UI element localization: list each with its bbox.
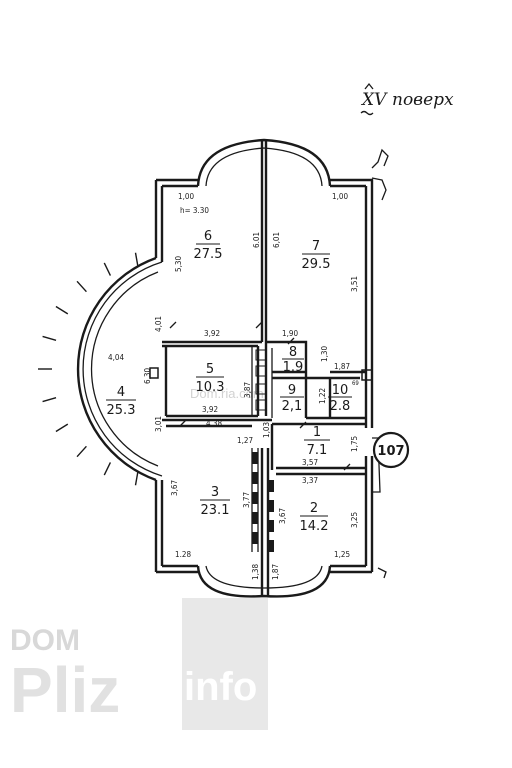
dim-label: 3,25 <box>350 512 359 528</box>
bay-window-mullion <box>134 252 139 267</box>
room-10-area: 2.8 <box>330 399 351 414</box>
bay-window-mullion <box>42 335 57 342</box>
dim-label: 1,87 <box>334 362 350 371</box>
floor-word: поверх <box>392 90 454 110</box>
room-4-number: 4 <box>117 385 125 400</box>
dim-label: 3,92 <box>204 329 220 338</box>
bay-window-mullion <box>76 280 87 293</box>
dim-label: 3,77 <box>242 492 251 508</box>
dim-label: 3,57 <box>302 458 318 467</box>
title-tilde-mark <box>360 110 374 116</box>
dim-label: 3,37 <box>302 476 318 485</box>
watermark-pliz: Pliz <box>10 654 120 726</box>
dim-label: 1,87 <box>271 564 280 580</box>
room-2-area: 14.2 <box>300 519 329 534</box>
floor-roman: XV <box>360 90 388 110</box>
outer-walls <box>76 138 389 598</box>
dim-label: 1,22 <box>318 388 327 404</box>
room-4-area: 25.3 <box>107 403 136 418</box>
room-labels: 6 27.5 7 29.5 5 10.3 4 25.3 8 1.9 9 2,1 … <box>106 229 352 534</box>
floor-title: XV поверх <box>360 82 454 116</box>
room-3-number: 3 <box>211 485 219 500</box>
dim-label: 1,25 <box>334 550 350 559</box>
dim-label: 3,92 <box>202 405 218 414</box>
bay-window-mullion <box>55 305 69 315</box>
room-8-number: 8 <box>289 345 297 360</box>
dim-label: 3,67 <box>278 508 287 524</box>
room-10-number: 10 <box>332 383 349 398</box>
dim-label: 5,30 <box>174 256 183 272</box>
watermark: DOM Pliz info Dom.ria.com <box>10 386 268 730</box>
dimension-labels: 1,00 1,00 h= 3.30 5,30 6.01 6,01 3,51 4,… <box>108 192 359 580</box>
bay-window-mullion <box>134 471 139 486</box>
dim-label: 3,51 <box>350 276 359 292</box>
dim-label: 6,30 <box>143 368 152 384</box>
title-accent-mark <box>364 82 374 90</box>
dim-label: 1,27 <box>237 436 253 445</box>
dim-label: 1,03 <box>262 422 271 438</box>
watermark-center: Dom.ria.com <box>190 386 264 401</box>
room-6-number: 6 <box>204 229 212 244</box>
apartment-circle <box>372 431 410 469</box>
interior-walls <box>149 140 373 596</box>
room-9-number: 9 <box>288 383 296 398</box>
room-5-number: 5 <box>206 362 214 377</box>
room-7-area: 29.5 <box>302 257 331 272</box>
room-1-number: 1 <box>313 425 321 440</box>
dim-label: 4,04 <box>108 353 124 362</box>
dim-label: 1.28 <box>175 550 191 559</box>
watermark-dom: DOM <box>10 624 80 657</box>
bay-window-mullion <box>55 423 69 433</box>
dim-label: 4,01 <box>154 316 163 332</box>
bay-window-mullion <box>103 462 112 476</box>
watermark-block <box>182 598 268 730</box>
dim-label: 3,67 <box>170 480 179 496</box>
ceiling-height: h= 3.30 <box>180 206 209 215</box>
dim-label: 1,90 <box>282 329 298 338</box>
dim-label: 3,01 <box>154 416 163 432</box>
bay-window-segments <box>38 252 139 486</box>
dim-label: 6.01 <box>252 232 261 248</box>
room-6-area: 27.5 <box>194 247 223 262</box>
room-9-area: 2,1 <box>282 399 303 414</box>
dim-label: 69 <box>352 380 359 387</box>
dim-label: 4,38 <box>206 419 222 428</box>
dim-label: 1,00 <box>332 192 348 201</box>
dim-label: 1,00 <box>178 192 194 201</box>
room-2-number: 2 <box>310 501 318 516</box>
dim-label: 1,75 <box>350 436 359 452</box>
bay-window-mullion <box>42 396 57 403</box>
bay-window-mullion <box>76 445 87 458</box>
room-8-area: 1.9 <box>283 360 304 375</box>
apartment-badge: 107 <box>372 431 410 469</box>
apartment-number: 107 <box>377 444 404 459</box>
dim-label: 1,30 <box>320 346 329 362</box>
watermark-info: info <box>184 665 257 709</box>
dim-label: 3,87 <box>243 382 252 398</box>
room-7-number: 7 <box>312 239 320 254</box>
dim-label: 1,38 <box>251 564 260 580</box>
bay-window-mullion <box>103 262 112 276</box>
room-5-area: 10.3 <box>196 380 225 395</box>
dim-label: 6,01 <box>272 232 281 248</box>
room-1-area: 7.1 <box>307 443 328 458</box>
room-3-area: 23.1 <box>201 503 230 518</box>
